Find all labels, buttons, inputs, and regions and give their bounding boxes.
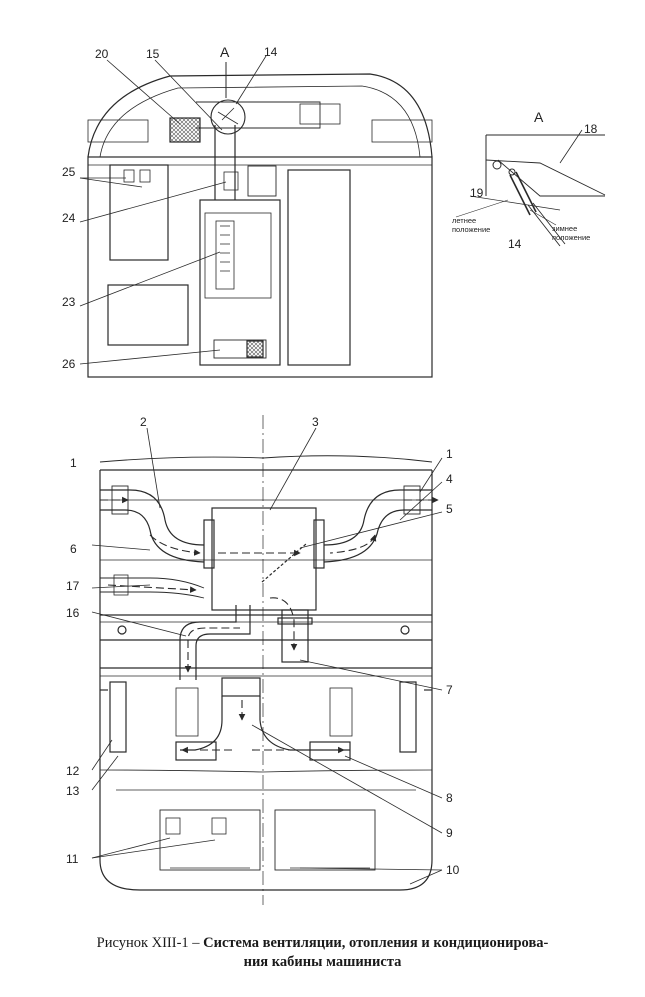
caption-prefix: Рисунок XIII-1 –	[96, 935, 204, 951]
callout-23: 23	[62, 295, 76, 309]
air-flow-arrows	[100, 496, 439, 754]
summer-position-line1: летнее	[452, 216, 476, 225]
callout-7: 7	[446, 683, 453, 697]
arrow-icon	[329, 534, 377, 554]
callout-25: 25	[62, 165, 76, 179]
winter-position-line1: зимнее	[552, 224, 577, 233]
summer-position-line2: положение	[452, 225, 490, 234]
callout-5: 5	[446, 502, 453, 516]
callout-13: 13	[66, 784, 80, 798]
callout-14-detail: 14	[508, 237, 522, 251]
cab-top-view	[87, 73, 433, 378]
callout-14: 14	[264, 45, 278, 59]
svg-text:А: А	[220, 44, 230, 60]
arrow-icon	[149, 534, 201, 556]
callout-20: 20	[95, 47, 109, 61]
callout-9: 9	[446, 826, 453, 840]
callout-8: 8	[446, 791, 453, 805]
detail-a	[455, 134, 606, 247]
callout-6: 6	[70, 542, 77, 556]
arrow-icon	[269, 597, 298, 651]
cab-plan-view	[99, 415, 433, 905]
callout-3: 3	[312, 415, 319, 429]
winter-position-line2: положение	[552, 233, 590, 242]
caption-title-line2: ния кабины машиниста	[243, 954, 402, 970]
figure-caption: Рисунок XIII-1 – Система вентиляции, ото…	[0, 934, 645, 972]
callout-15: 15	[146, 47, 160, 61]
callout-26: 26	[62, 357, 76, 371]
detail-a-title: А	[534, 109, 544, 125]
callout-18: 18	[584, 122, 598, 136]
callout-17: 17	[66, 579, 80, 593]
callout-10: 10	[446, 863, 460, 877]
view-a-label: А	[220, 44, 230, 98]
callout-24: 24	[62, 211, 76, 225]
callout-1-right: 1	[446, 447, 453, 461]
callout-4: 4	[446, 472, 453, 486]
callout-2: 2	[140, 415, 147, 429]
arrow-icon	[107, 584, 197, 593]
callout-1-left: 1	[70, 456, 77, 470]
callout-12: 12	[66, 764, 80, 778]
arrow-icon	[184, 627, 240, 673]
callout-11: 11	[66, 852, 79, 866]
caption-title-line1: Система вентиляции, отопления и кондицио…	[203, 935, 549, 951]
callout-16: 16	[66, 606, 80, 620]
callout-19: 19	[470, 186, 484, 200]
